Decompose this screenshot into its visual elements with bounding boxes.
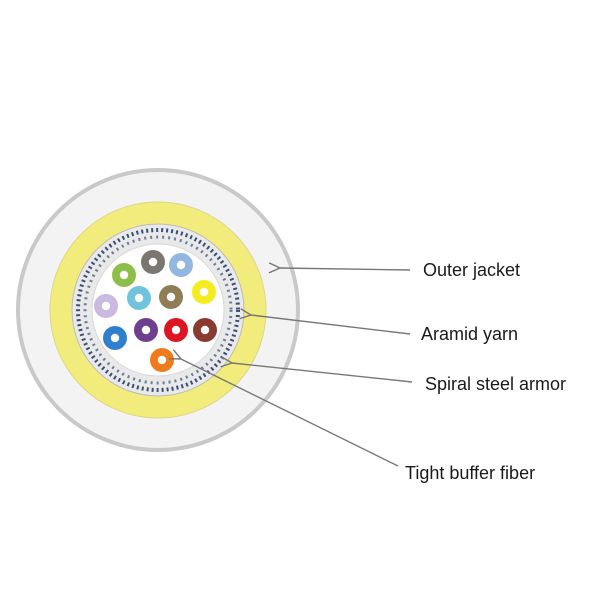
aramid-yarn-leader	[239, 308, 411, 335]
yellow-fiber-core	[199, 287, 209, 297]
green-fiber-core	[119, 270, 129, 280]
spiral-steel-armor-label: Spiral steel armor	[425, 374, 566, 394]
violet-fiber-core	[141, 325, 151, 335]
brown-fiber-core	[200, 325, 210, 335]
light-blue-fiber-core	[176, 260, 186, 270]
armor-spiral-pattern	[76, 228, 240, 392]
spiral-steel-armor-leader	[220, 356, 413, 383]
dark-gray-fiber-core	[148, 257, 158, 267]
outer-jacket-leader	[268, 262, 411, 274]
tight-buffer-fiber-label: Tight buffer fiber	[405, 463, 535, 483]
blue-fiber-core	[110, 333, 120, 343]
leader-lines	[168, 262, 413, 467]
lavender-fiber-core	[101, 301, 111, 311]
outer-jacket-label: Outer jacket	[423, 260, 520, 280]
aqua-fiber-core	[134, 293, 144, 303]
tight-buffer-fiber-leader	[168, 349, 399, 467]
orange-fiber-core	[157, 355, 167, 365]
olive-brown-fiber-core	[166, 292, 176, 302]
aramid-yarn-label: Aramid yarn	[421, 324, 518, 344]
red-fiber-core	[171, 325, 181, 335]
armor-spiral-pattern-inner	[83, 235, 233, 385]
tight-buffer-fibers	[94, 250, 217, 372]
